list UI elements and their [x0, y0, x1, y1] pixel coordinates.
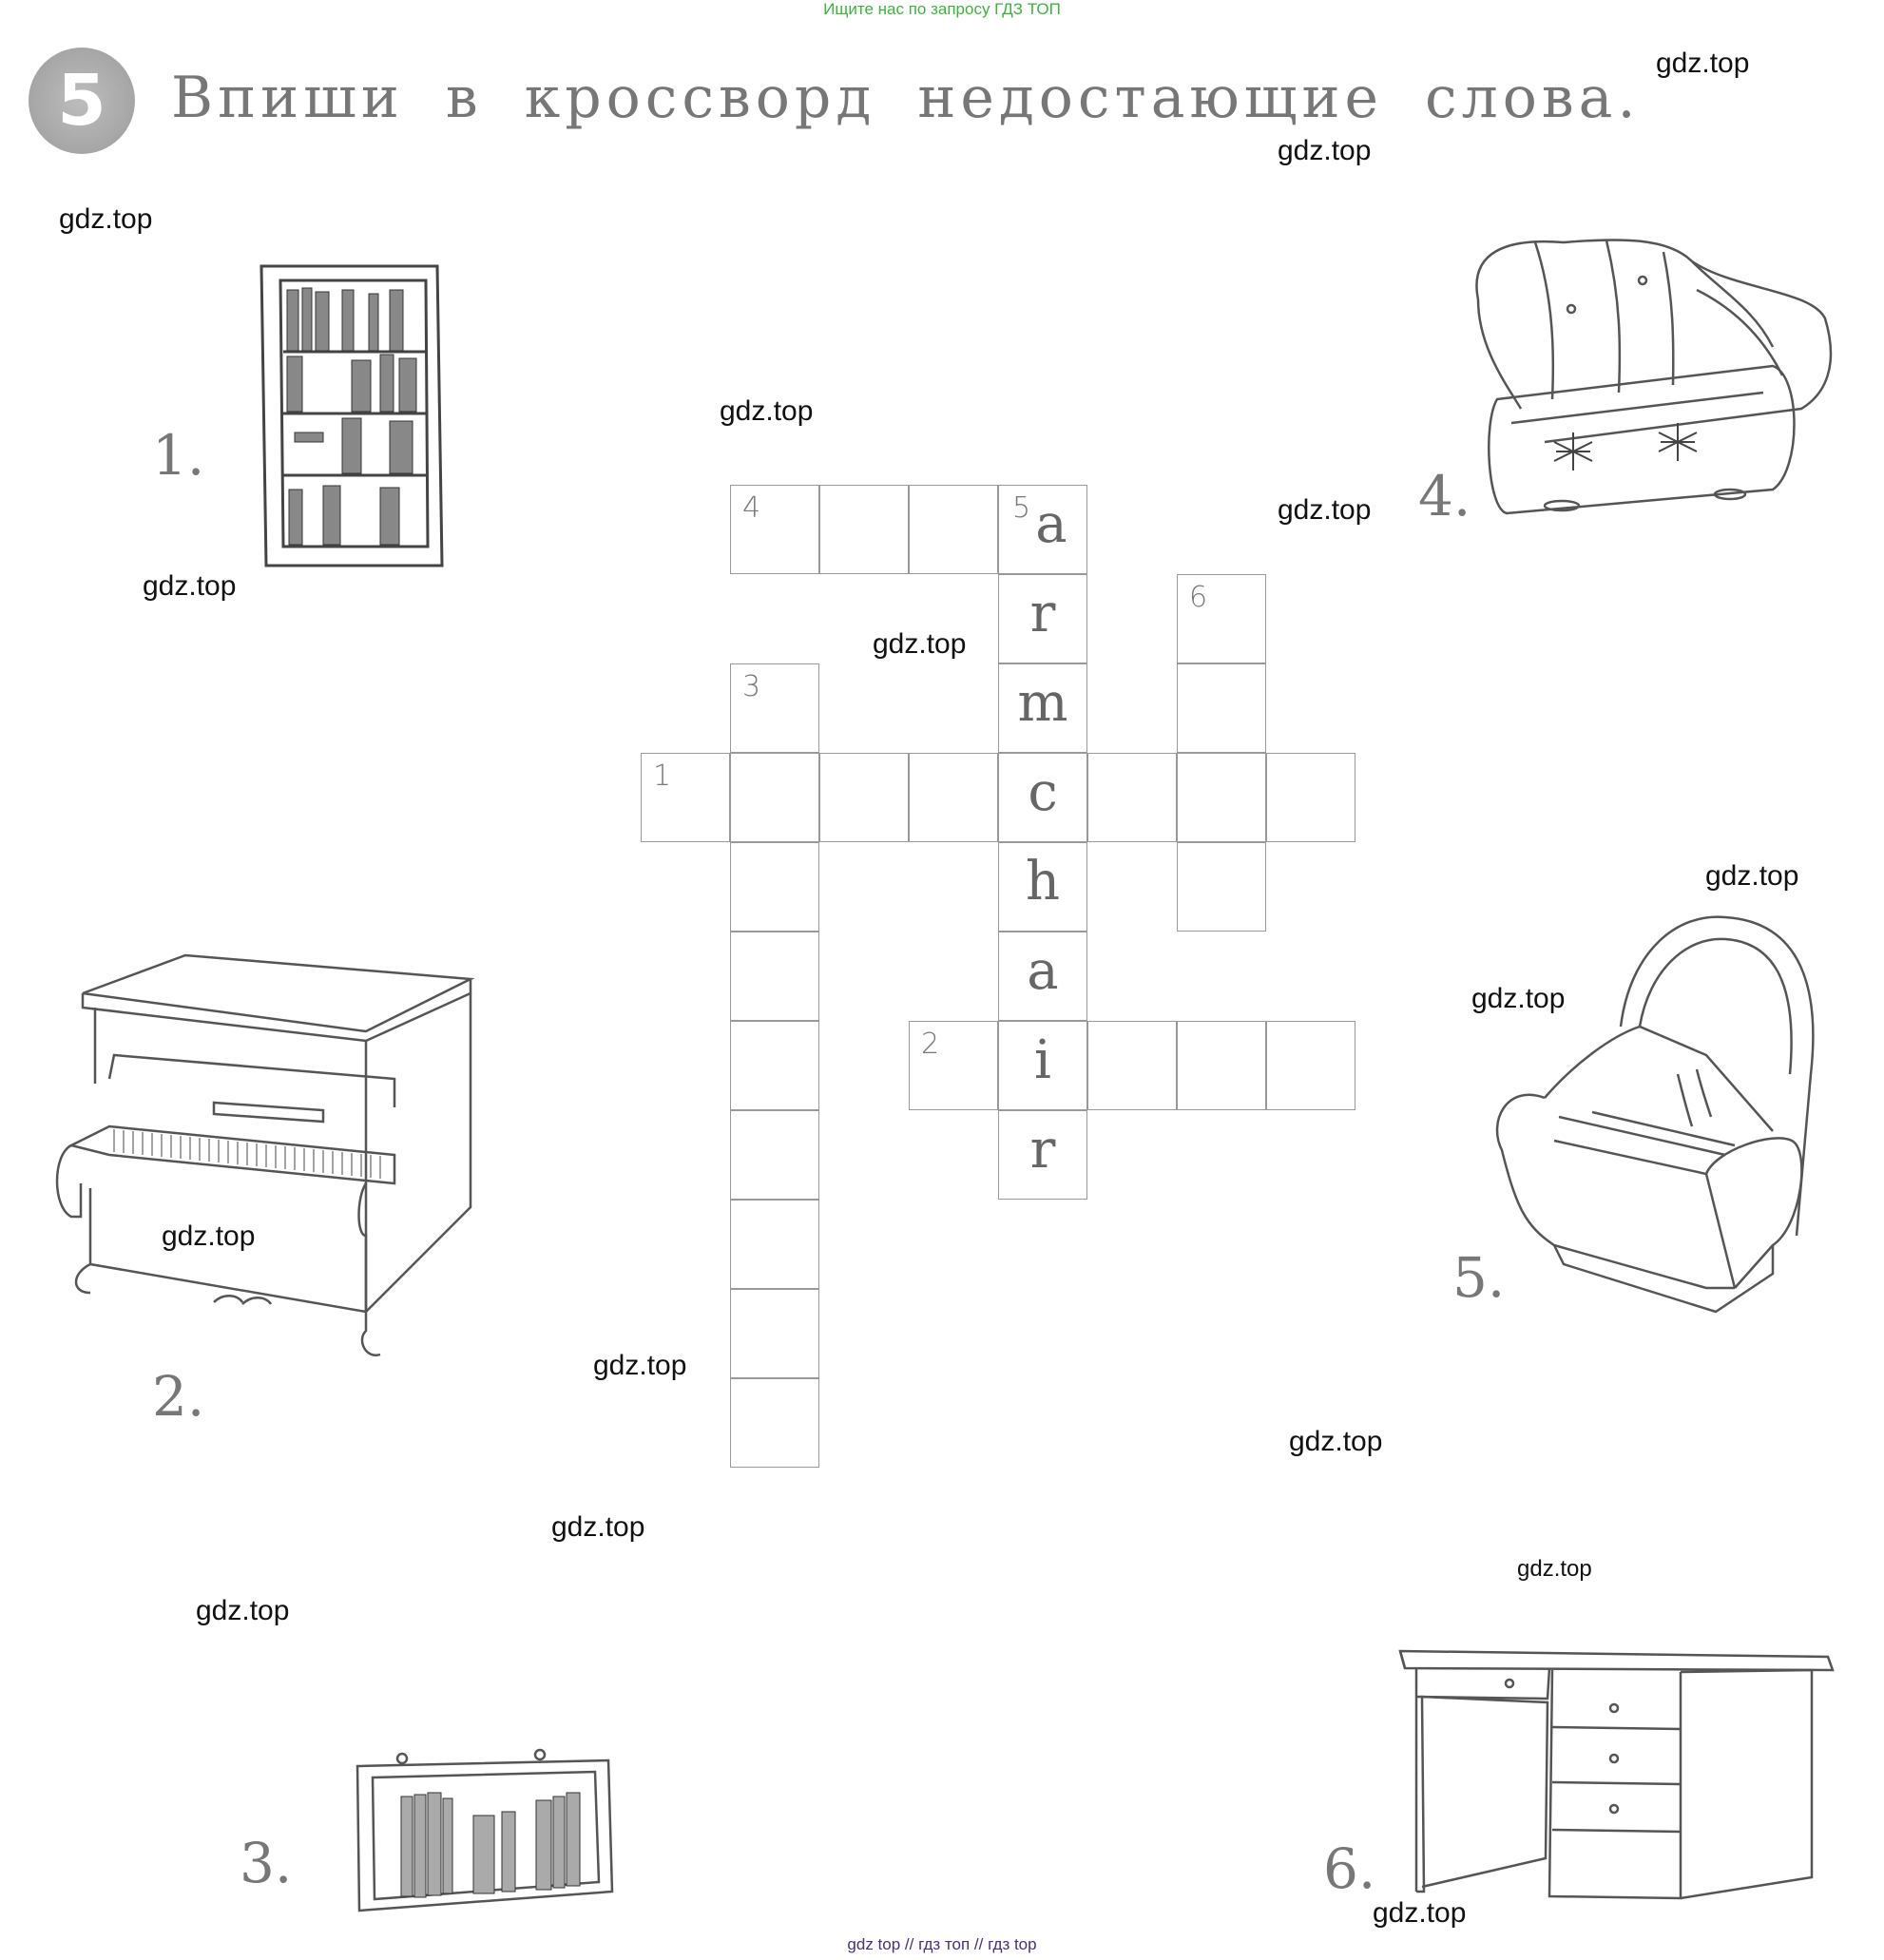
clue-number-4: 4 — [742, 491, 761, 525]
exercise-number-badge: 5 — [29, 48, 135, 154]
crossword-cell[interactable]: c — [998, 753, 1087, 842]
crossword-cell[interactable]: h — [998, 842, 1087, 932]
crossword-cell[interactable]: r — [998, 574, 1087, 663]
crossword-cell[interactable] — [730, 1378, 819, 1468]
bookcase-icon — [257, 261, 447, 570]
clue-number-6: 6 — [1189, 581, 1208, 614]
crossword-letter: r — [1029, 583, 1056, 644]
watermark: gdz.top — [1656, 48, 1750, 79]
exercise-instruction: Впиши в кроссворд недостающие слова. — [171, 65, 1641, 131]
clue-number-1: 1 — [653, 759, 672, 793]
watermark: gdz.top — [1517, 1556, 1592, 1582]
crossword-cell[interactable] — [1177, 842, 1266, 932]
crossword-cell[interactable] — [1266, 753, 1355, 842]
clue-number-5: 5 — [1012, 491, 1031, 525]
clue-number-3: 3 — [742, 670, 761, 703]
crossword-cell[interactable] — [730, 842, 819, 932]
crossword-cell[interactable] — [1087, 753, 1177, 842]
crossword-cell[interactable] — [730, 1110, 819, 1200]
crossword-letter: r — [1029, 1119, 1056, 1181]
watermark: gdz.top — [162, 1220, 256, 1252]
picture-label-2: 2. — [152, 1364, 205, 1429]
crossword-cell[interactable]: a — [998, 932, 1087, 1021]
crossword-cell[interactable] — [730, 932, 819, 1021]
watermark: gdz.top — [593, 1350, 687, 1381]
exercise-number: 5 — [57, 60, 106, 142]
watermark: gdz.top — [143, 570, 237, 602]
picture-label-6: 6. — [1323, 1836, 1376, 1901]
crossword-cell[interactable] — [819, 485, 909, 574]
crossword-cell[interactable] — [730, 1021, 819, 1110]
crossword-cell[interactable] — [1177, 753, 1266, 842]
crossword-cell[interactable] — [1266, 1021, 1355, 1110]
watermark: gdz.top — [1471, 983, 1566, 1014]
crossword-cell[interactable] — [909, 485, 998, 574]
picture-label-1: 1. — [152, 423, 205, 488]
crossword-cell[interactable] — [819, 753, 909, 842]
watermark: gdz.top — [59, 203, 153, 235]
crossword-letter: i — [1034, 1029, 1051, 1091]
picture-label-5: 5. — [1452, 1245, 1506, 1310]
crossword-cell[interactable]: 6 — [1177, 574, 1266, 663]
desk-icon — [1395, 1640, 1837, 1906]
crossword-cell[interactable] — [730, 1289, 819, 1378]
crossword-letter: h — [1025, 851, 1061, 913]
sofa-icon — [1450, 233, 1835, 528]
picture-label-3: 3. — [240, 1831, 293, 1895]
bottom-note: gdz top // гдз топ // гдз top — [847, 1935, 1037, 1953]
crossword-cell[interactable] — [730, 1200, 819, 1289]
crossword-cell[interactable]: 5 a — [998, 485, 1087, 574]
crossword-cell[interactable] — [1177, 1021, 1266, 1110]
crossword-letter: m — [1017, 672, 1068, 734]
watermark: gdz.top — [1289, 1426, 1383, 1457]
top-note: Ищите нас по запросу ГДЗ ТОП — [823, 0, 1061, 18]
watermark: gdz.top — [1373, 1897, 1467, 1929]
crossword-cell[interactable]: 3 — [730, 663, 819, 753]
crossword-cell[interactable]: r — [998, 1110, 1087, 1200]
picture-label-4: 4. — [1418, 464, 1471, 528]
crossword-cell[interactable] — [909, 753, 998, 842]
armchair-icon — [1488, 913, 1830, 1321]
bookshelf-icon — [350, 1749, 616, 1915]
clue-number-2: 2 — [921, 1028, 940, 1061]
watermark: gdz.top — [551, 1511, 645, 1543]
watermark: gdz.top — [1705, 860, 1799, 892]
crossword-cell[interactable] — [1087, 1021, 1177, 1110]
watermark: gdz.top — [1278, 494, 1372, 526]
crossword-letter: a — [1035, 493, 1067, 555]
crossword-cell[interactable]: 2 — [909, 1021, 998, 1110]
watermark: gdz.top — [873, 628, 967, 660]
crossword-letter: c — [1028, 761, 1058, 823]
crossword-letter: a — [1027, 940, 1059, 1002]
watermark: gdz.top — [196, 1595, 290, 1626]
crossword-cell[interactable]: i — [998, 1021, 1087, 1110]
crossword-cell[interactable]: m — [998, 663, 1087, 753]
crossword-cell[interactable]: 4 — [730, 485, 819, 574]
watermark: gdz.top — [720, 395, 814, 427]
crossword-cell[interactable] — [1177, 663, 1266, 753]
watermark: gdz.top — [1278, 135, 1372, 166]
piano-icon — [52, 951, 475, 1369]
crossword-cell[interactable] — [730, 753, 819, 842]
crossword-cell[interactable]: 1 — [641, 753, 730, 842]
